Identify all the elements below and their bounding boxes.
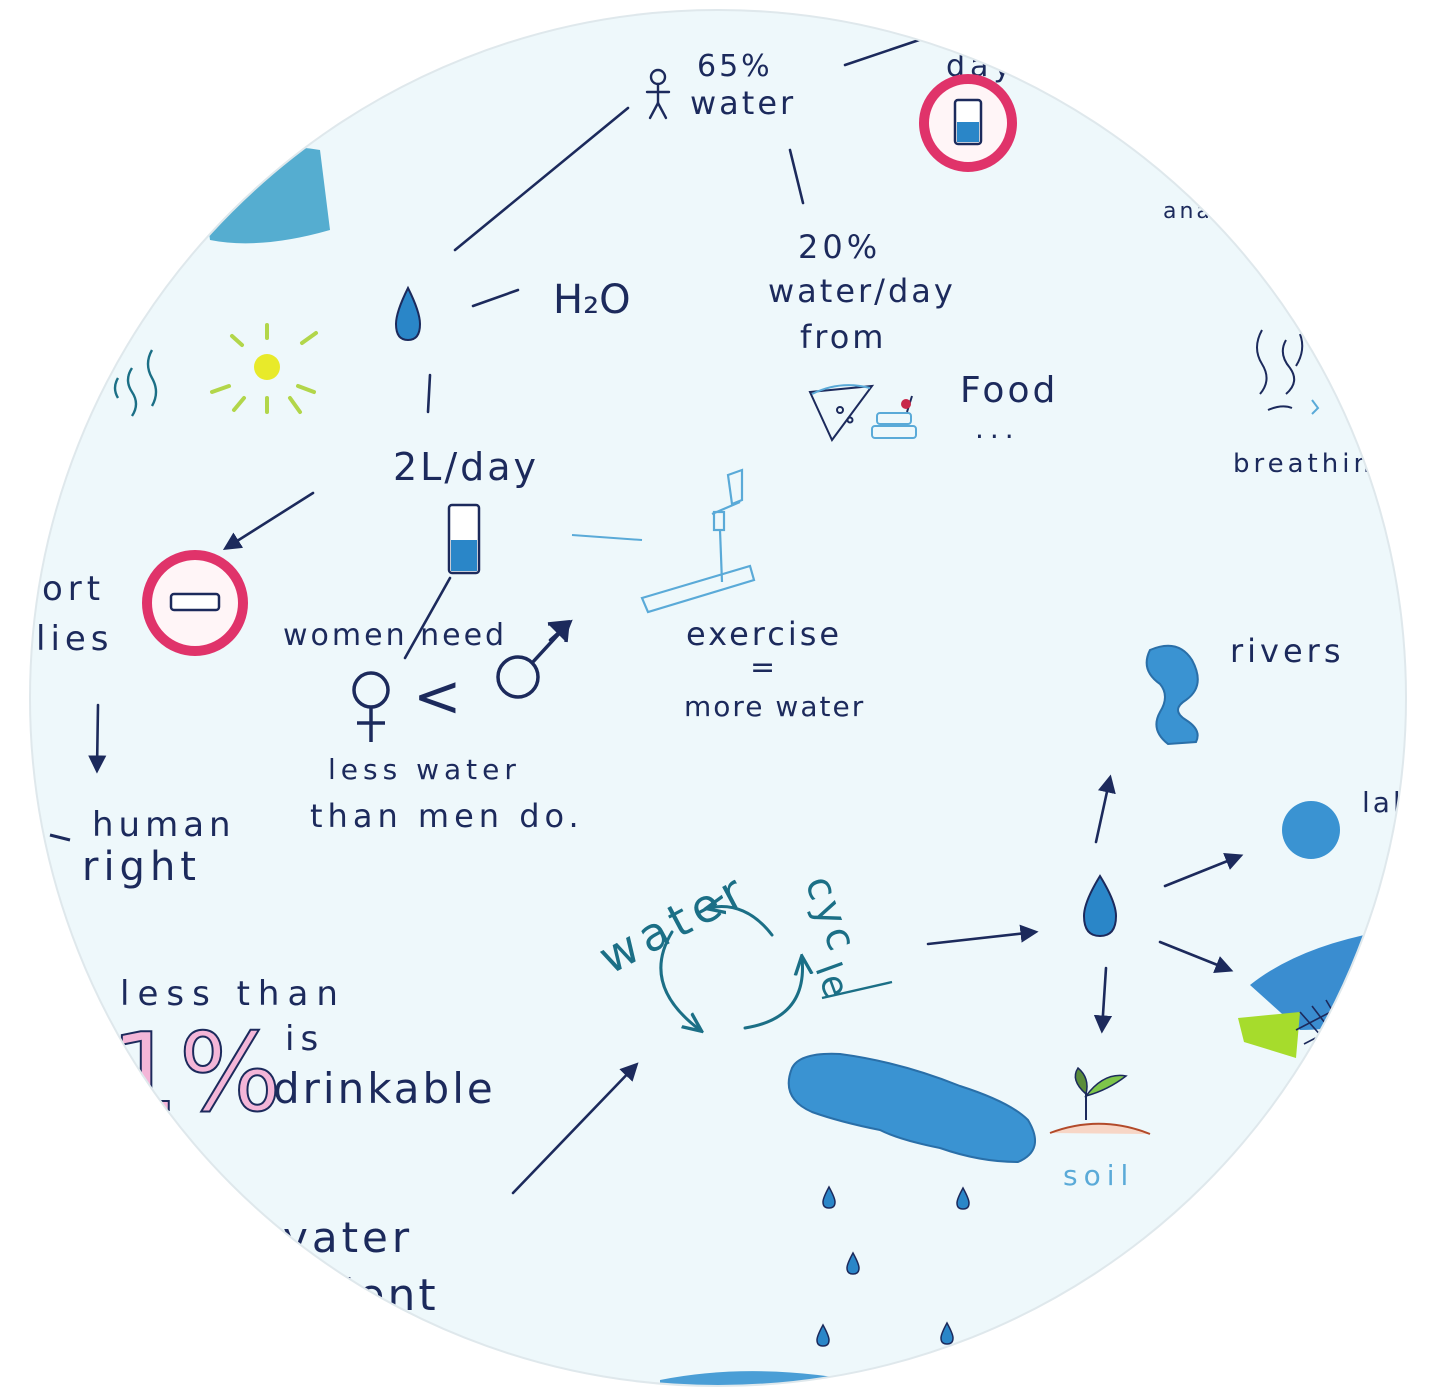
- less-than-label: less than: [120, 974, 346, 1014]
- lies-label: lies: [36, 619, 114, 659]
- soil-label: soil: [1063, 1159, 1134, 1192]
- twenty-percent: 20%: [798, 228, 881, 266]
- more-water-label: more water: [684, 690, 865, 723]
- lakes-label: lak: [1362, 786, 1412, 819]
- vater-label: vater: [283, 1213, 413, 1262]
- ort-label: ort: [42, 569, 105, 609]
- h2o-label: H₂O: [553, 277, 631, 323]
- drinkable-label: drinkable: [273, 1064, 496, 1113]
- left-glass-icon: [171, 594, 219, 610]
- breathing-label: breathin: [1233, 449, 1374, 479]
- food-dots: ...: [975, 412, 1020, 445]
- is-label: is: [285, 1019, 324, 1059]
- food-label: Food: [960, 370, 1058, 411]
- two-liters-label: 2L/day: [393, 445, 539, 489]
- top-left-blue-fragment: [200, 147, 330, 244]
- less-than-sign: <: [413, 662, 462, 730]
- days-glass-icon: [955, 100, 981, 144]
- top-water: water: [690, 84, 796, 122]
- exercise-label: exercise: [686, 615, 842, 653]
- human-label: human: [92, 805, 236, 845]
- lake-icon: [1282, 801, 1340, 859]
- water-per-day: water/day: [768, 272, 956, 310]
- from-label: from: [800, 318, 886, 356]
- glass-icon: [449, 505, 479, 573]
- one-percent-label: 1%: [110, 1011, 281, 1136]
- less-water-label: less water: [328, 753, 521, 786]
- women-need-label: women need: [283, 618, 507, 653]
- than-men-do-label: than men do.: [310, 797, 584, 835]
- top-percent: 65%: [697, 49, 773, 84]
- right-label: right: [82, 844, 201, 890]
- equals-label: =: [750, 650, 775, 685]
- rivers-label: rivers: [1230, 632, 1345, 670]
